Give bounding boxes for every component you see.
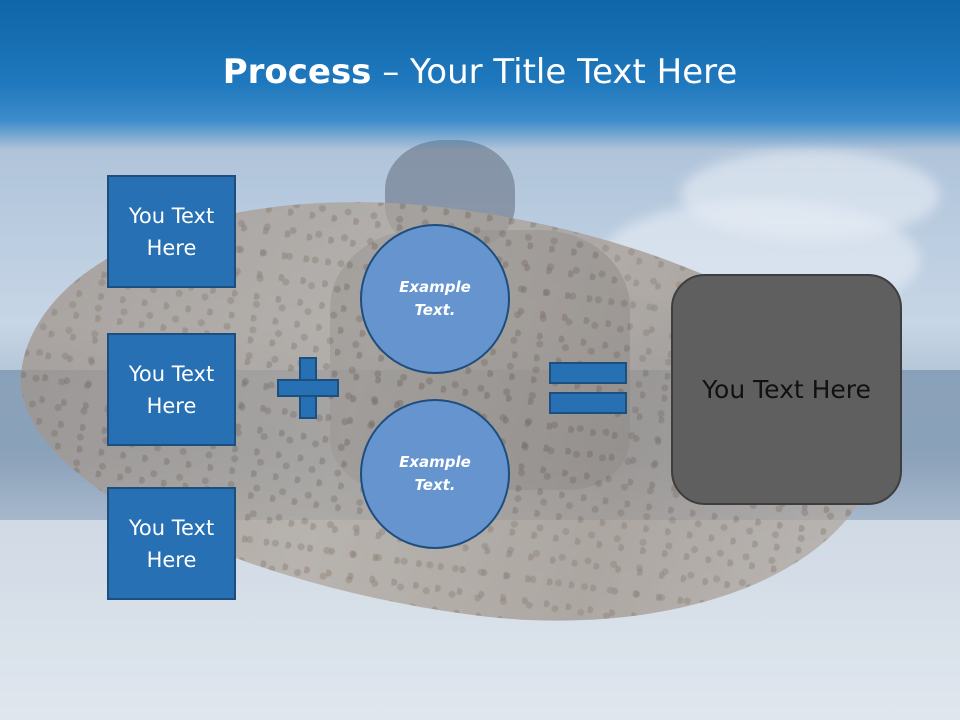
text-box-1[interactable]: You Text Here (107, 175, 236, 288)
title-bold: Process (222, 52, 372, 92)
page-title: Process – Your Title Text Here (0, 52, 960, 92)
title-bar (0, 0, 960, 150)
equals-icon-top-bar (549, 362, 627, 384)
result-box[interactable]: You Text Here (671, 274, 902, 505)
example-circle-1[interactable]: Example Text. (360, 224, 510, 374)
plus-icon (277, 357, 339, 419)
text-box-2[interactable]: You Text Here (107, 333, 236, 446)
text-box-3[interactable]: You Text Here (107, 487, 236, 600)
background-cloud (680, 150, 940, 240)
equals-icon-bottom-bar (549, 392, 627, 414)
plus-center (301, 381, 315, 395)
title-rest: – Your Title Text Here (371, 52, 738, 92)
example-circle-2[interactable]: Example Text. (360, 399, 510, 549)
